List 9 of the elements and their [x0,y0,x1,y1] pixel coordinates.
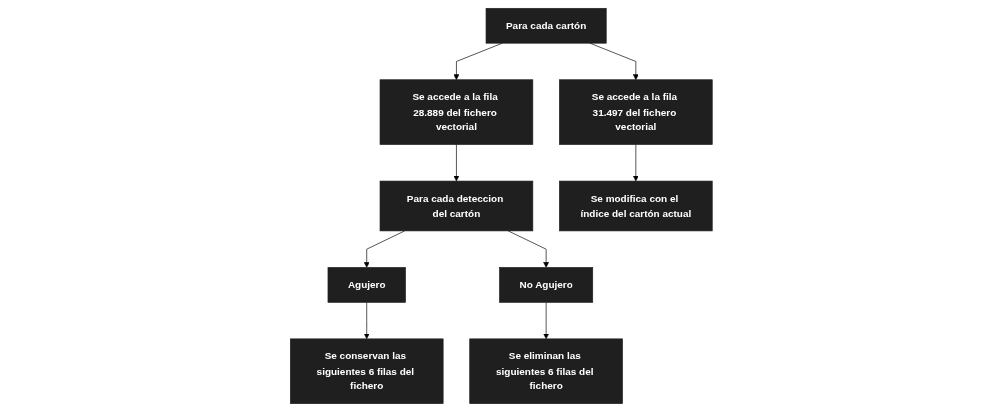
node-box: Para cada deteccion del cartón [379,180,534,232]
node-box: No Agujero [499,267,594,303]
node-box: Para cada cartón [485,8,607,44]
node-box: Agujero [327,267,407,303]
node-box: Se accede a la fila 28.889 del fichero vectorial [379,79,534,145]
node-box: Se eliminan las siguientes 6 filas del fichero [469,338,624,404]
node-box: Se modifica con el índice del cartón actual [559,180,713,232]
node-box: Se conservan las siguientes 6 filas del fichero [290,338,444,404]
node-box: Se accede a la fila 31.497 del fichero vectorial [559,79,713,145]
